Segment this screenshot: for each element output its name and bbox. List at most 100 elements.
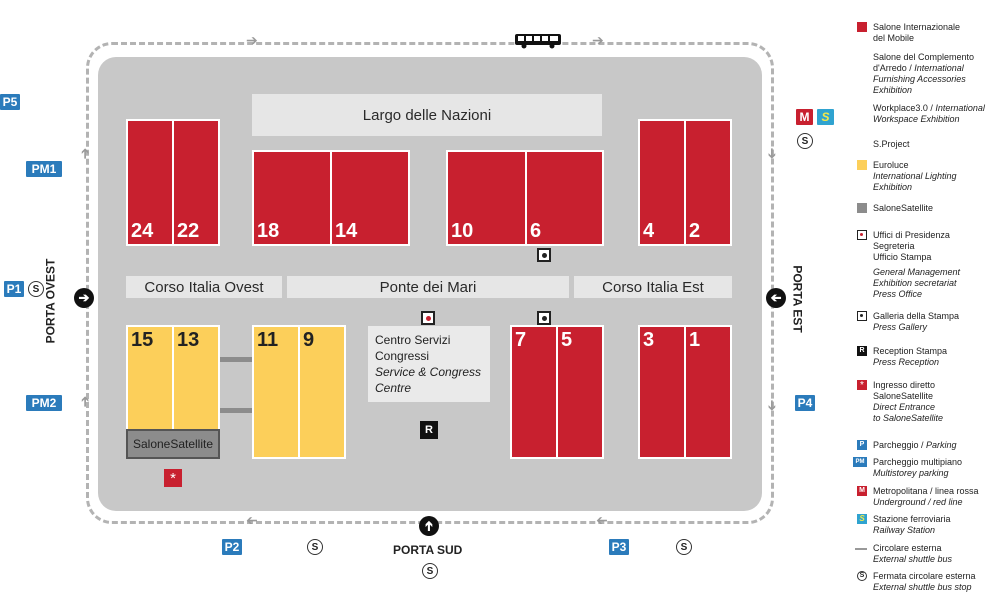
legend-label: Fermata circolare esterna	[873, 571, 976, 581]
gate-west-arrow-icon[interactable]: ➔	[74, 288, 94, 308]
hall-2[interactable]: 2	[684, 119, 732, 246]
management-office-marker-icon[interactable]	[421, 311, 435, 325]
gate-south-label: PORTA SUD	[393, 543, 463, 557]
press-gallery-marker-icon[interactable]	[537, 248, 551, 262]
legend-swatch	[857, 203, 867, 213]
hall-24[interactable]: 24	[126, 119, 174, 246]
hall-7[interactable]: 7	[510, 325, 558, 459]
legend-label-en: External shuttle bus stop	[873, 582, 972, 592]
hall-13[interactable]: 13	[172, 325, 220, 431]
shuttle-bus-icon	[514, 33, 562, 54]
bus-stop-icon[interactable]: S	[422, 563, 438, 579]
parking-p4-badge[interactable]: P4	[795, 395, 815, 411]
parking-p1-badge[interactable]: P1	[4, 281, 24, 297]
salone-satellite-area[interactable]: SaloneSatellite	[126, 429, 220, 459]
hall-22[interactable]: 22	[172, 119, 220, 246]
bus-stop-icon[interactable]: S	[797, 133, 813, 149]
hall-number: 18	[257, 220, 280, 242]
hall-connector	[220, 357, 252, 362]
hall-15[interactable]: 15	[126, 325, 174, 431]
legend-label-en: International Lighting	[873, 171, 957, 181]
bus-stop-icon[interactable]: S	[307, 539, 323, 555]
hall-number: 10	[451, 220, 474, 242]
legend-label: S.Project	[873, 139, 910, 149]
legend-label: Uffici di Presidenza	[873, 230, 950, 240]
press-reception-marker[interactable]: R	[420, 421, 438, 439]
route-arrow-right-icon: ➔	[246, 32, 258, 48]
hall-9[interactable]: 9	[298, 325, 346, 459]
legend-label: Ingresso diretto	[873, 380, 936, 390]
legend-label-en: Railway Station	[873, 525, 936, 535]
hall-number: 3	[643, 329, 655, 351]
parking-pm2-badge[interactable]: PM2	[26, 395, 62, 411]
legend-label-en: Underground / red line	[873, 497, 963, 507]
parking-p5-badge[interactable]: P5	[0, 94, 20, 110]
service-congress-centre[interactable]: Centro Servizi Congressi Service & Congr…	[368, 326, 490, 402]
bus-stop-icon: S	[857, 571, 867, 581]
legend-label: Euroluce	[873, 160, 909, 170]
street-corso-italia-est: Corso Italia Est	[574, 276, 732, 298]
press-gallery-marker-icon	[857, 311, 867, 321]
hall-3[interactable]: 3	[638, 325, 686, 459]
legend-label: Stazione ferroviaria	[873, 514, 951, 524]
legend-separator: /	[927, 103, 936, 113]
metro-m-badge[interactable]: M	[796, 109, 813, 125]
entrance-star-icon: *	[857, 380, 867, 391]
legend-label-en: Workspace Exhibition	[873, 114, 960, 124]
parking-p3-badge[interactable]: P3	[609, 539, 629, 555]
legend-label-en: International	[935, 103, 985, 113]
legend-label: Galleria della Stampa	[873, 311, 960, 321]
railway-s-badge[interactable]: S	[817, 109, 834, 125]
route-arrow-up-icon: ➔	[76, 395, 93, 408]
hall-number: 4	[643, 220, 655, 242]
parking-p-icon: P	[857, 440, 867, 450]
legend-label-en: General Management	[873, 267, 961, 277]
legend-label-en: Exhibition	[873, 85, 913, 95]
legend-label: SaloneSatellite	[873, 203, 934, 213]
gate-east-label: PORTA EST	[790, 265, 805, 333]
hall-4[interactable]: 4	[638, 119, 686, 246]
bus-stop-icon[interactable]: S	[676, 539, 692, 555]
legend-label-en: Exhibition	[873, 182, 913, 192]
bus-stop-icon[interactable]: S	[28, 281, 44, 297]
legend-label: Salone del Complemento	[873, 52, 975, 62]
hall-14[interactable]: 14	[330, 150, 410, 246]
metro-m-icon: M	[857, 486, 867, 496]
legend-label: Segreteria	[873, 241, 915, 251]
hall-connector	[220, 408, 252, 413]
legend-label-en: Furnishing Accessories	[873, 74, 966, 84]
legend-label-en: Parking	[926, 440, 957, 450]
route-arrow-left-icon: ➔	[246, 512, 258, 528]
legend-label: Ufficio Stampa	[873, 252, 932, 262]
hall-6[interactable]: 6	[525, 150, 604, 246]
route-arrow-left-icon: ➔	[596, 512, 608, 528]
legend-label-en: External shuttle bus	[873, 554, 953, 564]
gate-east-arrow-icon[interactable]: ➔	[766, 288, 786, 308]
legend-label-en: Press Office	[873, 289, 923, 299]
gate-south-arrow-icon[interactable]: ➔	[419, 516, 439, 536]
hall-5[interactable]: 5	[556, 325, 604, 459]
hall-number: 11	[257, 329, 279, 351]
legend-label-en: Multistorey parking	[873, 468, 949, 478]
legend-label: SaloneSatellite	[873, 391, 934, 401]
route-arrow-up-icon: ➔	[76, 147, 93, 160]
route-arrow-down-icon: ➔	[764, 399, 781, 412]
legend-label-en: Press Reception	[873, 357, 940, 367]
hall-number: 9	[303, 329, 315, 351]
legend-label: Circolare esterna	[873, 543, 942, 553]
satellite-entrance-star-icon[interactable]: *	[164, 469, 182, 487]
legend-label-en: Direct Entrance	[873, 402, 936, 412]
hall-1[interactable]: 1	[684, 325, 732, 459]
hall-11[interactable]: 11	[252, 325, 300, 459]
hall-10[interactable]: 10	[446, 150, 527, 246]
hall-18[interactable]: 18	[252, 150, 332, 246]
press-gallery-marker-icon[interactable]	[537, 311, 551, 325]
route-arrow-right-icon: ➔	[592, 32, 604, 48]
parking-p2-badge[interactable]: P2	[222, 539, 242, 555]
centre-name-line: Centro Servizi	[375, 333, 451, 347]
legend-label-en: Press Gallery	[873, 322, 928, 332]
street-corso-italia-ovest: Corso Italia Ovest	[126, 276, 282, 298]
route-arrow-down-icon: ➔	[764, 147, 781, 160]
parking-pm1-badge[interactable]: PM1	[26, 161, 62, 177]
